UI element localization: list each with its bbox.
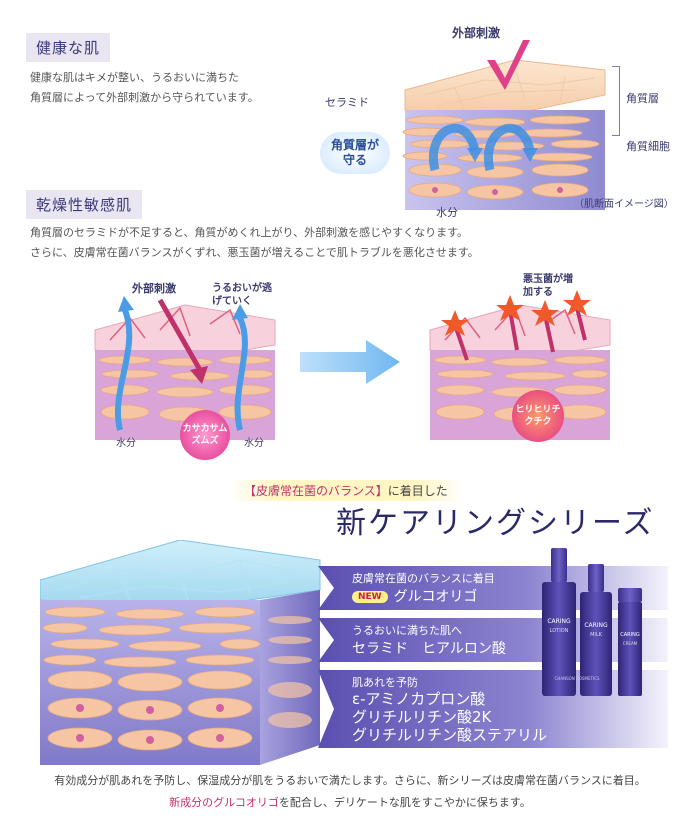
dry-water-right-label: 水分 (244, 438, 264, 449)
feature-protect-item-1: ε-アミノカプロン酸 (352, 690, 486, 708)
cream-type: CREAM (622, 641, 638, 646)
itch-bubble-text: カサカサムズムズ (182, 424, 228, 446)
footer-line-1: 有効成分が肌あれを予防し、保湿成分が肌をうるおいで満たします。さらに、新シリーズ… (54, 774, 646, 787)
dry-stimulus-label: 外部刺激 (132, 282, 176, 295)
dry-skin-illustration (90, 290, 280, 440)
dry-heading: 乾燥性敏感肌 (26, 190, 143, 219)
healthy-line-1: 健康な肌はキメが整い、うるおいに満ちた (30, 71, 239, 84)
new-badge: NEW (352, 591, 388, 603)
healthy-line-2: 角質層によって外部刺激から守られています。 (30, 91, 259, 104)
series-tagline-highlight: 【皮膚常在菌のバランス】 (244, 484, 388, 498)
feature-moisture-lead: うるおいに満ちた肌へ (352, 624, 462, 637)
healthy-description: 健康な肌はキメが整い、うるおいに満ちた 角質層によって外部刺激から守られています… (30, 68, 259, 108)
lotion-bottle: CARING LOTION (542, 548, 576, 696)
feature-moisture-item: セラミド ヒアルロン酸 (352, 641, 506, 657)
healthy-stratum-label: 角質層 (626, 92, 659, 105)
series-tagline-rest: に着目した (387, 484, 448, 498)
bacteria-skin-illustration (425, 290, 615, 440)
lotion-type: LOTION (549, 628, 569, 634)
milk-bottle: CARING MILK (580, 564, 612, 696)
dry-water-left-label: 水分 (116, 438, 136, 449)
cream-brand: CARING (620, 632, 640, 638)
itch-bubble: カサカサムズムズ (180, 410, 230, 460)
right-arrow-icon (300, 340, 400, 388)
bottle-brand-text: CHANSON COSMETICS (554, 676, 600, 681)
feature-balance-lead: 皮膚常在菌のバランスに着目 (352, 572, 495, 585)
feature-protect-lead: 肌あれを予防 (352, 676, 418, 689)
milk-brand: CARING (584, 622, 608, 629)
feature-protect-item-3: グリチルリチン酸ステアリル (352, 726, 548, 744)
feature-balance-item: グルコオリゴ (393, 589, 478, 605)
footer-line-2: 新成分のグルコオリゴを配合し、デリケートな肌をすこやかに保ちます。 (0, 794, 700, 810)
lotion-brand: CARING (547, 618, 571, 625)
footer-line-2-highlight: 新成分のグルコオリゴ (169, 796, 279, 809)
dry-line-1: 角質層のセラミドが不足すると、角質がめくれ上がり、外部刺激を感じやすくなります。 (30, 226, 469, 239)
healthy-heading: 健康な肌 (26, 33, 111, 62)
caring-skin-cube-illustration (40, 540, 360, 765)
footer-line-2-rest: を配合し、デリケートな肌をすこやかに保ちます。 (278, 796, 531, 809)
healthy-bracket-icon (612, 66, 620, 136)
series-tagline: 【皮膚常在菌のバランス】に着目した (228, 480, 464, 501)
protect-bubble-text: 角質層が守る (330, 138, 379, 167)
milk-type: MILK (590, 632, 602, 638)
protect-bubble: 角質層が守る (320, 132, 390, 174)
bacteria-label: 悪玉菌が増加する (523, 274, 573, 298)
dry-line-2: さらに、皮膚常在菌バランスがくずれ、悪玉菌が増えることで肌トラブルを悪化させます… (30, 246, 479, 259)
cream-bottle: CARING CREAM (618, 588, 642, 696)
healthy-caption: （肌断面イメージ図） (574, 199, 674, 210)
product-bottles-image: CARING LOTION CARING MILK CARING CREAM C… (536, 548, 666, 698)
series-title: 新ケアリングシリーズ (336, 506, 655, 541)
healthy-corneocyte-label: 角質細胞 (626, 140, 670, 153)
healthy-stimulus-label: 外部刺激 (452, 26, 501, 40)
sting-bubble: ヒリヒリチクチク (512, 390, 564, 442)
sting-bubble-text: ヒリヒリチクチク (515, 405, 561, 427)
healthy-water-label: 水分 (436, 206, 458, 219)
feature-protect-item-2: グリチルリチン酸2K (352, 708, 492, 726)
healthy-ceramide-label: セラミド (325, 96, 369, 109)
dry-description: 角質層のセラミドが不足すると、角質がめくれ上がり、外部刺激を感じやすくなります。… (30, 223, 479, 263)
dry-escape-label: うるおいが逃げていく (212, 283, 272, 307)
healthy-skin-illustration (395, 40, 615, 210)
